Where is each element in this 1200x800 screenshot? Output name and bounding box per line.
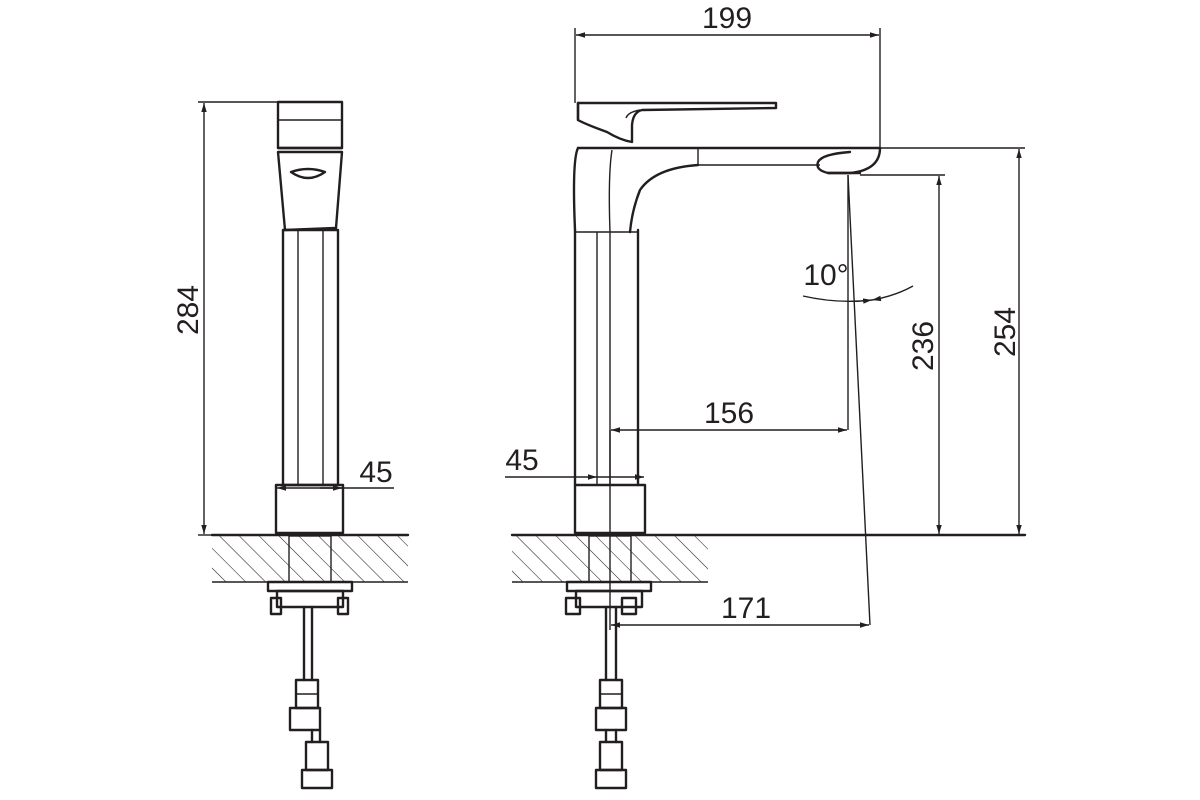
front-width-label: 199: [702, 2, 752, 35]
front-reach-156-dimension: 156: [609, 397, 847, 630]
side-counter: [210, 533, 410, 583]
front-width-dimension: 199: [574, 2, 881, 148]
side-view: 284 45: [172, 100, 410, 790]
side-height-dimension: 284: [172, 101, 278, 536]
spout-angle-annotation: 10°: [802, 174, 914, 626]
front-height-236-label: 236: [907, 321, 940, 371]
side-base-width-label: 45: [359, 456, 392, 489]
front-view: 199 254 236 10° 156: [505, 2, 1027, 790]
front-mounting-assembly: [564, 580, 653, 790]
front-reach-171-label: 171: [721, 592, 771, 625]
front-reach-156-label: 156: [704, 397, 754, 430]
front-reach-171-dimension: 171: [611, 592, 869, 628]
side-height-label: 284: [172, 285, 205, 335]
front-faucet-body: [572, 101, 882, 535]
spout-angle-label: 10°: [803, 259, 848, 292]
side-faucet-body: [274, 100, 345, 535]
front-base-width-label: 45: [505, 444, 538, 477]
front-height-254-dimension: 254: [880, 147, 1025, 534]
front-height-254-label: 254: [989, 307, 1022, 357]
front-height-236-dimension: 236: [860, 174, 945, 534]
front-counter: [510, 533, 1027, 583]
front-base-width-dimension: 45: [505, 444, 644, 480]
side-mounting-assembly: [266, 580, 354, 790]
side-base-width-dimension: 45: [277, 456, 394, 491]
